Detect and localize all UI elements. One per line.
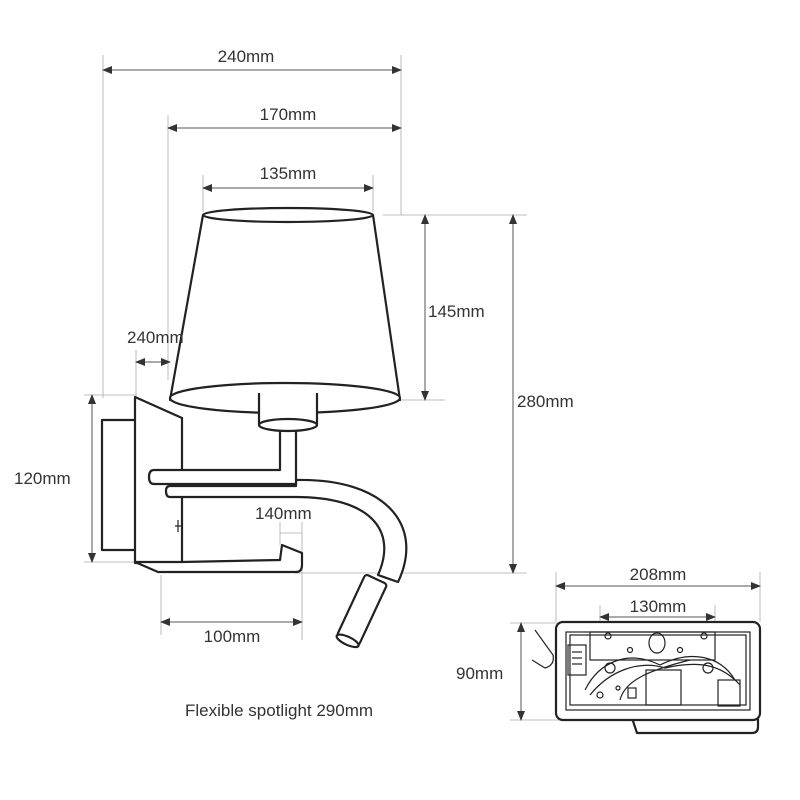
- dimension-labels: 240mm 170mm 135mm 145mm 280mm 240mm 120m…: [14, 47, 686, 720]
- label-wall-plate-depth: 240mm: [127, 328, 184, 347]
- label-box-hole-spacing: 130mm: [630, 597, 687, 616]
- shade-arm: [147, 428, 298, 486]
- base-plate: [133, 543, 304, 574]
- wall-lamp: [100, 206, 408, 649]
- shade-top: [201, 206, 375, 224]
- flexible-arm: [164, 478, 408, 584]
- label-shade-top: 135mm: [260, 164, 317, 183]
- label-box-height: 90mm: [456, 664, 503, 683]
- label-overall-width: 240mm: [218, 47, 275, 66]
- label-overall-height: 280mm: [517, 392, 574, 411]
- spotlight: [335, 574, 388, 649]
- junction-box: [531, 620, 762, 735]
- label-box-width: 208mm: [630, 565, 687, 584]
- label-arm-reach: 170mm: [260, 105, 317, 124]
- caption-flexible-spotlight: Flexible spotlight 290mm: [185, 701, 373, 720]
- label-base-depth: 100mm: [204, 627, 261, 646]
- lamp-shade: [168, 213, 402, 402]
- label-shade-height: 145mm: [428, 302, 485, 321]
- dimension-lines: [88, 66, 761, 721]
- label-reading-arm: 140mm: [255, 504, 312, 523]
- wall-plate: [100, 418, 138, 552]
- label-base-height: 120mm: [14, 469, 71, 488]
